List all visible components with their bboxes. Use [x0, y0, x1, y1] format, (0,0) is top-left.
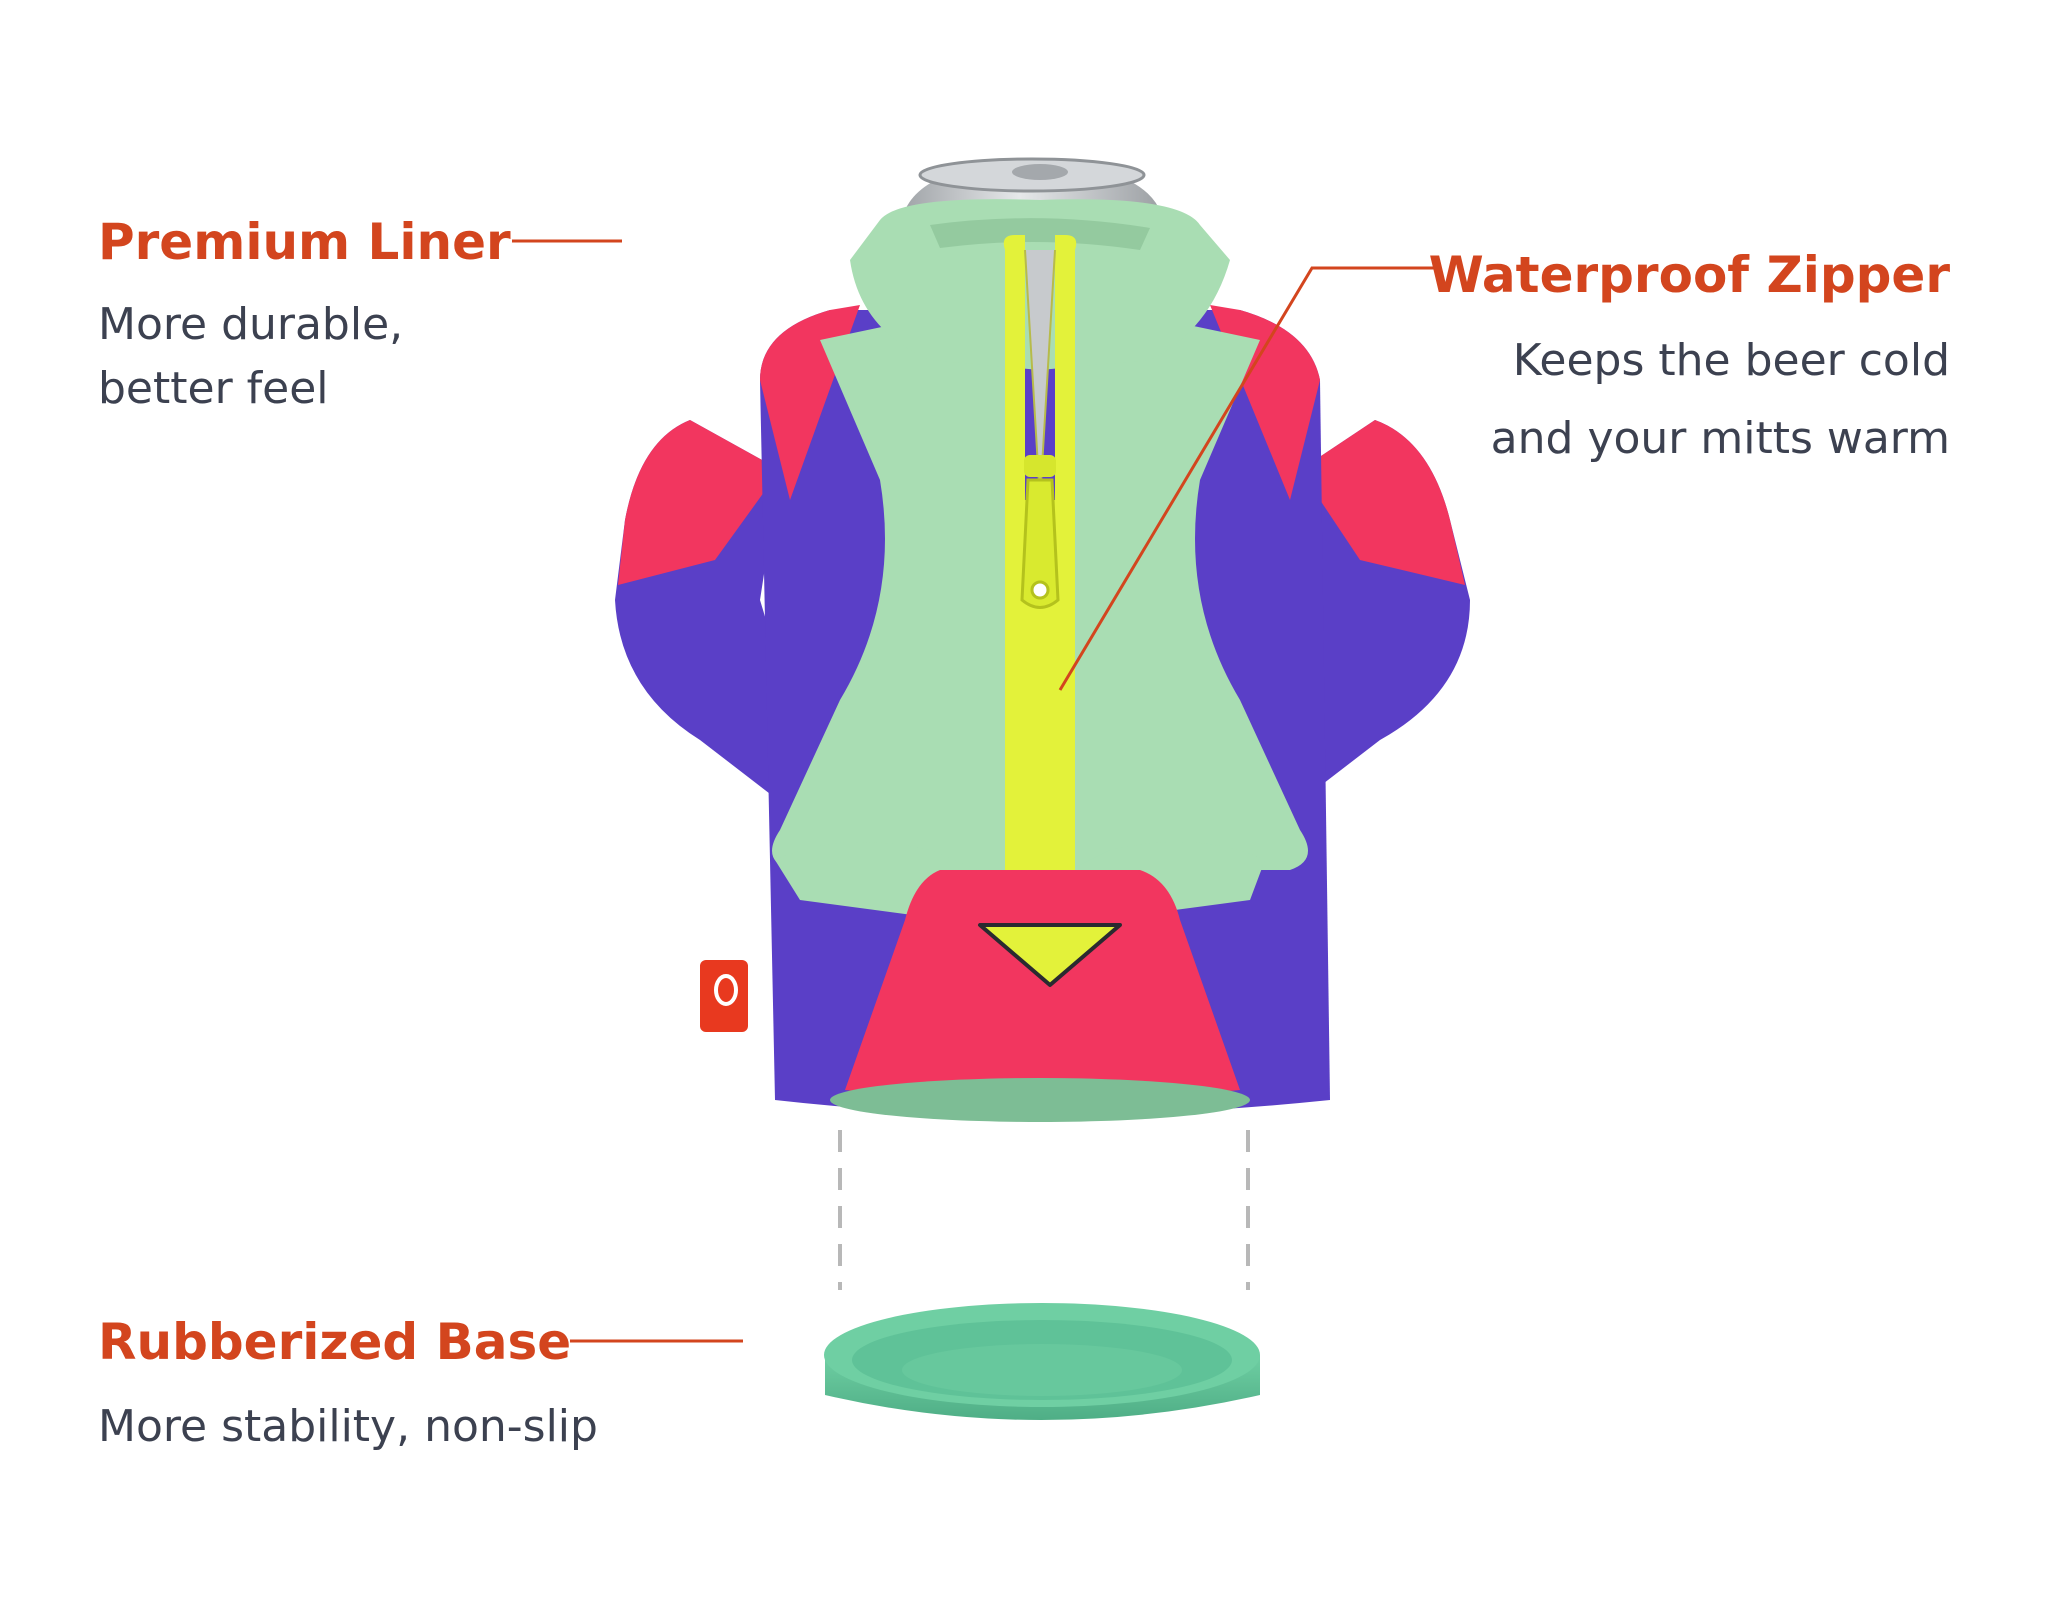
- zipper: [1003, 235, 1077, 870]
- premium-liner-desc-line: better feel: [98, 363, 329, 414]
- tag-logo-icon: [700, 960, 748, 1032]
- rubberized-base-desc-line: More stability, non-slip: [98, 1401, 598, 1452]
- guide-lines: [838, 1130, 1250, 1290]
- rubberized-base-title: Rubberized Base: [98, 1313, 572, 1371]
- premium-liner-description: More durable, better feel: [98, 286, 403, 428]
- attached-base-rim: [830, 1078, 1250, 1122]
- rubberized-base-description: More stability, non-slip: [98, 1388, 598, 1466]
- leader-lines: [512, 239, 1438, 1343]
- zipper-pull-icon: [1020, 455, 1060, 609]
- waterproof-zipper-desc-line: and your mitts warm: [1490, 413, 1950, 464]
- waterproof-zipper-title: Waterproof Zipper: [1428, 246, 1950, 304]
- waterproof-zipper-description: Keeps the beer cold and your mitts warm: [1491, 322, 1950, 478]
- rubberized-base: [824, 1303, 1260, 1420]
- premium-liner-desc-line: More durable,: [98, 299, 404, 350]
- premium-liner-title: Premium Liner: [98, 213, 511, 271]
- waterproof-zipper-desc-line: Keeps the beer cold: [1512, 335, 1950, 386]
- jacket-pocket: [845, 870, 1240, 1100]
